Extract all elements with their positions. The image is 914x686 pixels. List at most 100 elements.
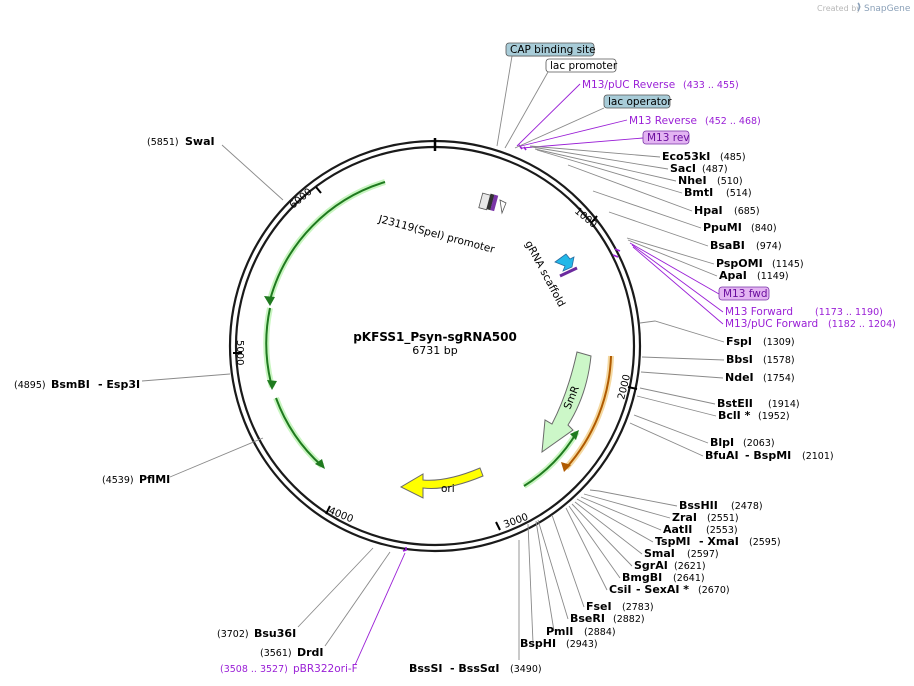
m13-fwd-box[interactable] bbox=[718, 286, 770, 301]
site-ppumi[interactable]: PpuMI bbox=[703, 221, 742, 234]
site-pmli[interactable]: PmlI bbox=[546, 625, 573, 638]
site-bmgbi[interactable]: BmgBI bbox=[622, 571, 662, 584]
m13-rev-box[interactable] bbox=[642, 130, 690, 145]
green-arc-right-arrowhead bbox=[570, 430, 579, 440]
site-fsei[interactable]: FseI bbox=[586, 600, 612, 613]
leader-lac-promoter bbox=[504, 71, 549, 149]
primer-m13puc-fwd-pos: (1182 .. 1204) bbox=[828, 319, 896, 330]
site-pspomi-pos: (1145) bbox=[772, 259, 804, 270]
tick-2000 bbox=[627, 386, 638, 390]
leader-aatii bbox=[580, 496, 662, 531]
site-xmai[interactable]: - XmaI bbox=[699, 535, 739, 548]
primer-m13puc-rev[interactable]: M13/pUC Reverse bbox=[582, 79, 675, 91]
site-hpai[interactable]: HpaI bbox=[694, 204, 723, 217]
leader-drdi bbox=[324, 551, 391, 647]
site-bmti[interactable]: BmtI bbox=[684, 186, 713, 199]
leader-hpai bbox=[567, 164, 693, 212]
site-nhei-pos: (510) bbox=[717, 176, 743, 187]
primer-pbr322[interactable]: pBR322ori-F bbox=[293, 663, 358, 675]
site-nhei[interactable]: NheI bbox=[678, 174, 707, 187]
site-blpi[interactable]: BlpI bbox=[710, 436, 734, 449]
right-feature-arcs bbox=[522, 355, 614, 489]
site-bsabi[interactable]: BsaBI bbox=[710, 239, 745, 252]
site-bcli[interactable]: BclI * bbox=[718, 409, 751, 422]
site-drdi[interactable]: DrdI bbox=[297, 646, 324, 659]
primer-m13-reverse[interactable]: M13 Reverse bbox=[629, 115, 697, 127]
site-apai[interactable]: ApaI bbox=[719, 269, 747, 282]
leader-bsu36i bbox=[297, 547, 374, 628]
site-bsu36i-pos: (3702) bbox=[217, 629, 249, 640]
site-zrai-pos: (2551) bbox=[707, 513, 739, 524]
site-zrai[interactable]: ZraI bbox=[672, 511, 697, 524]
site-fspi[interactable]: FspI bbox=[726, 335, 752, 348]
site-smai[interactable]: SmaI bbox=[644, 547, 675, 560]
site-bsphi[interactable]: BspHI bbox=[520, 637, 556, 650]
cap-binding-site-box[interactable] bbox=[505, 42, 595, 57]
plasmid-length: 6731 bp bbox=[412, 344, 457, 357]
site-aatii[interactable]: AatII bbox=[663, 523, 692, 536]
tick-label-1000: 1000 bbox=[572, 206, 599, 231]
arc-2-arrowhead bbox=[267, 380, 277, 390]
ori-arrow[interactable] bbox=[399, 467, 484, 499]
ori-feature[interactable]: ori bbox=[399, 467, 484, 499]
leader-nhei bbox=[534, 148, 677, 182]
plasmid-name: pKFSS1_Psyn-sgRNA500 bbox=[353, 330, 517, 345]
site-bsteii[interactable]: BstEII bbox=[717, 397, 753, 410]
site-eco53ki[interactable]: Eco53kI bbox=[662, 150, 710, 163]
orange-arc-arrowhead bbox=[561, 462, 571, 472]
left-feature-arcs bbox=[263, 179, 386, 469]
site-bsu36i[interactable]: Bsu36I bbox=[254, 627, 296, 640]
smr-feature[interactable]: SmR bbox=[541, 351, 592, 454]
leader-bsphi bbox=[527, 523, 534, 644]
site-drdi-pos: (3561) bbox=[260, 648, 292, 659]
grna-arrow[interactable] bbox=[554, 253, 575, 272]
site-tspmi-pos: (2595) bbox=[749, 537, 781, 548]
site-fsei-pos: (2783) bbox=[622, 602, 654, 613]
site-bspmi[interactable]: - BspMI bbox=[745, 449, 791, 462]
leader-zrai bbox=[583, 493, 671, 519]
site-bsmbi[interactable]: BsmBI bbox=[51, 378, 90, 391]
orange-arc bbox=[565, 355, 612, 469]
site-smai-pos: (2597) bbox=[687, 549, 719, 560]
promoter-box-3 bbox=[490, 194, 499, 212]
site-sgrai[interactable]: SgrAI bbox=[634, 559, 668, 572]
arc-3 bbox=[275, 397, 323, 467]
site-ndei-pos: (1754) bbox=[763, 373, 795, 384]
leader-pbr322 bbox=[354, 552, 406, 666]
site-aatii-pos: (2553) bbox=[706, 525, 738, 536]
primer-m13-forward[interactable]: M13 Forward bbox=[725, 306, 793, 318]
site-bseri-pos: (2882) bbox=[613, 614, 645, 625]
site-ndei[interactable]: NdeI bbox=[725, 371, 754, 384]
tick-label-5000: 5000 bbox=[234, 340, 245, 365]
lac-operator-box[interactable] bbox=[603, 94, 671, 109]
site-pspomi[interactable]: PspOMI bbox=[716, 257, 763, 270]
site-bbsi-pos: (1578) bbox=[763, 355, 795, 366]
leader-m13-forward bbox=[631, 244, 724, 313]
site-tspmi[interactable]: TspMI bbox=[655, 535, 691, 548]
site-bfuai[interactable]: BfuAI bbox=[705, 449, 739, 462]
lac-promoter-box[interactable] bbox=[545, 58, 617, 73]
smr-arrow[interactable] bbox=[541, 351, 592, 454]
site-bsshii-pos: (2478) bbox=[731, 501, 763, 512]
site-swai[interactable]: SwaI bbox=[185, 135, 215, 148]
top-annotations: CAP binding site lac promoter M13/pUC Re… bbox=[496, 42, 761, 149]
site-bssszai[interactable]: - BssSαI bbox=[450, 662, 499, 675]
site-bsshii[interactable]: BssHII bbox=[679, 499, 718, 512]
site-sgrai-pos: (2621) bbox=[674, 561, 706, 572]
site-esp3i[interactable]: - Esp3I bbox=[98, 378, 140, 391]
site-bsssi[interactable]: BssSI bbox=[409, 662, 443, 675]
site-bbsi[interactable]: BbsI bbox=[726, 353, 753, 366]
site-bseri[interactable]: BseRI bbox=[570, 612, 605, 625]
site-csii[interactable]: CsiI bbox=[609, 583, 631, 596]
j23119-label: J23119(SpeI) promoter bbox=[376, 213, 496, 256]
leader-bsmbi bbox=[141, 373, 231, 382]
site-bmti-pos: (514) bbox=[726, 188, 752, 199]
leader-blpi bbox=[633, 414, 709, 444]
primer-m13puc-fwd[interactable]: M13/pUC Forward bbox=[725, 318, 818, 330]
grna-feature[interactable]: gRNA scaffold bbox=[522, 239, 578, 309]
leader-m13-reverse bbox=[520, 119, 628, 147]
site-pflmi[interactable]: PflMI bbox=[139, 473, 170, 486]
site-sexai[interactable]: - SexAI * bbox=[636, 583, 689, 596]
primer-m13puc-rev-pos: (433 .. 455) bbox=[683, 80, 739, 91]
site-saci[interactable]: SacI bbox=[670, 162, 696, 175]
